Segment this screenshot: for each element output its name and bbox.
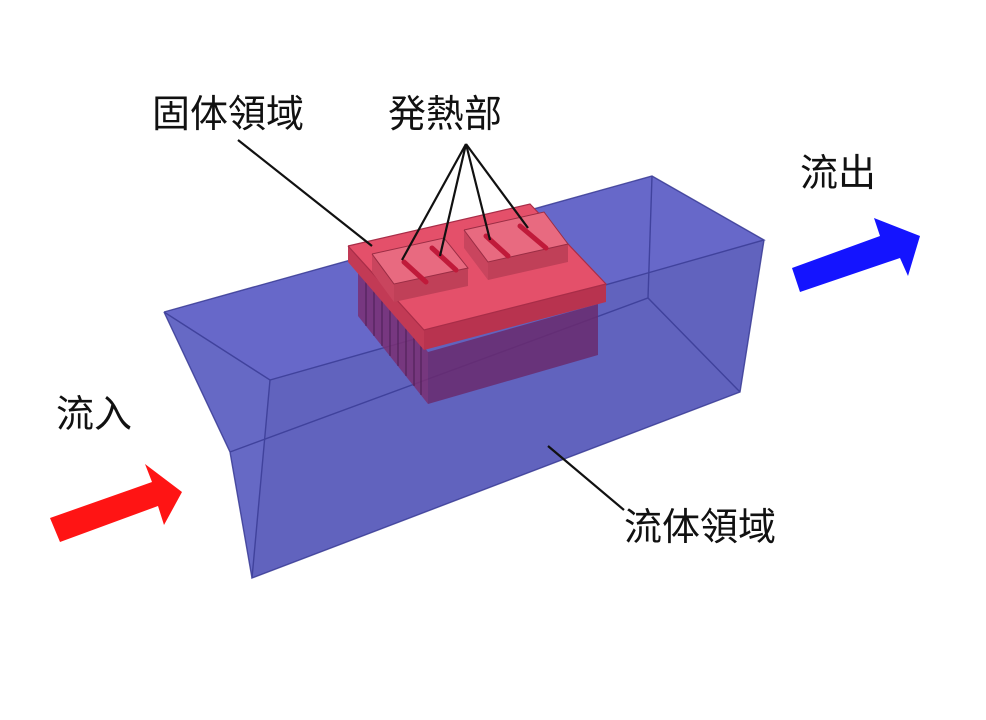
inflow-arrow	[50, 464, 182, 542]
heat-sink-fins	[358, 262, 598, 404]
solid-region-leader	[237, 139, 373, 247]
fluid-region-leader	[547, 445, 625, 511]
heat-source-leader-4	[465, 143, 529, 229]
heat-source-leader-2	[438, 143, 468, 257]
inflow-label: 流入	[56, 392, 132, 436]
solid-region-label: 固体領域	[152, 92, 304, 136]
heat-source-leader-3	[464, 143, 492, 241]
heat-source-leader-1	[401, 143, 467, 261]
heat-source-block-right	[463, 211, 569, 280]
fluid-region-label: 流体領域	[624, 505, 776, 549]
heat-source-block-left	[371, 237, 469, 302]
outflow-label: 流出	[800, 151, 876, 195]
outflow-arrow	[792, 218, 920, 292]
heat-source-label: 発熱部	[388, 92, 502, 136]
